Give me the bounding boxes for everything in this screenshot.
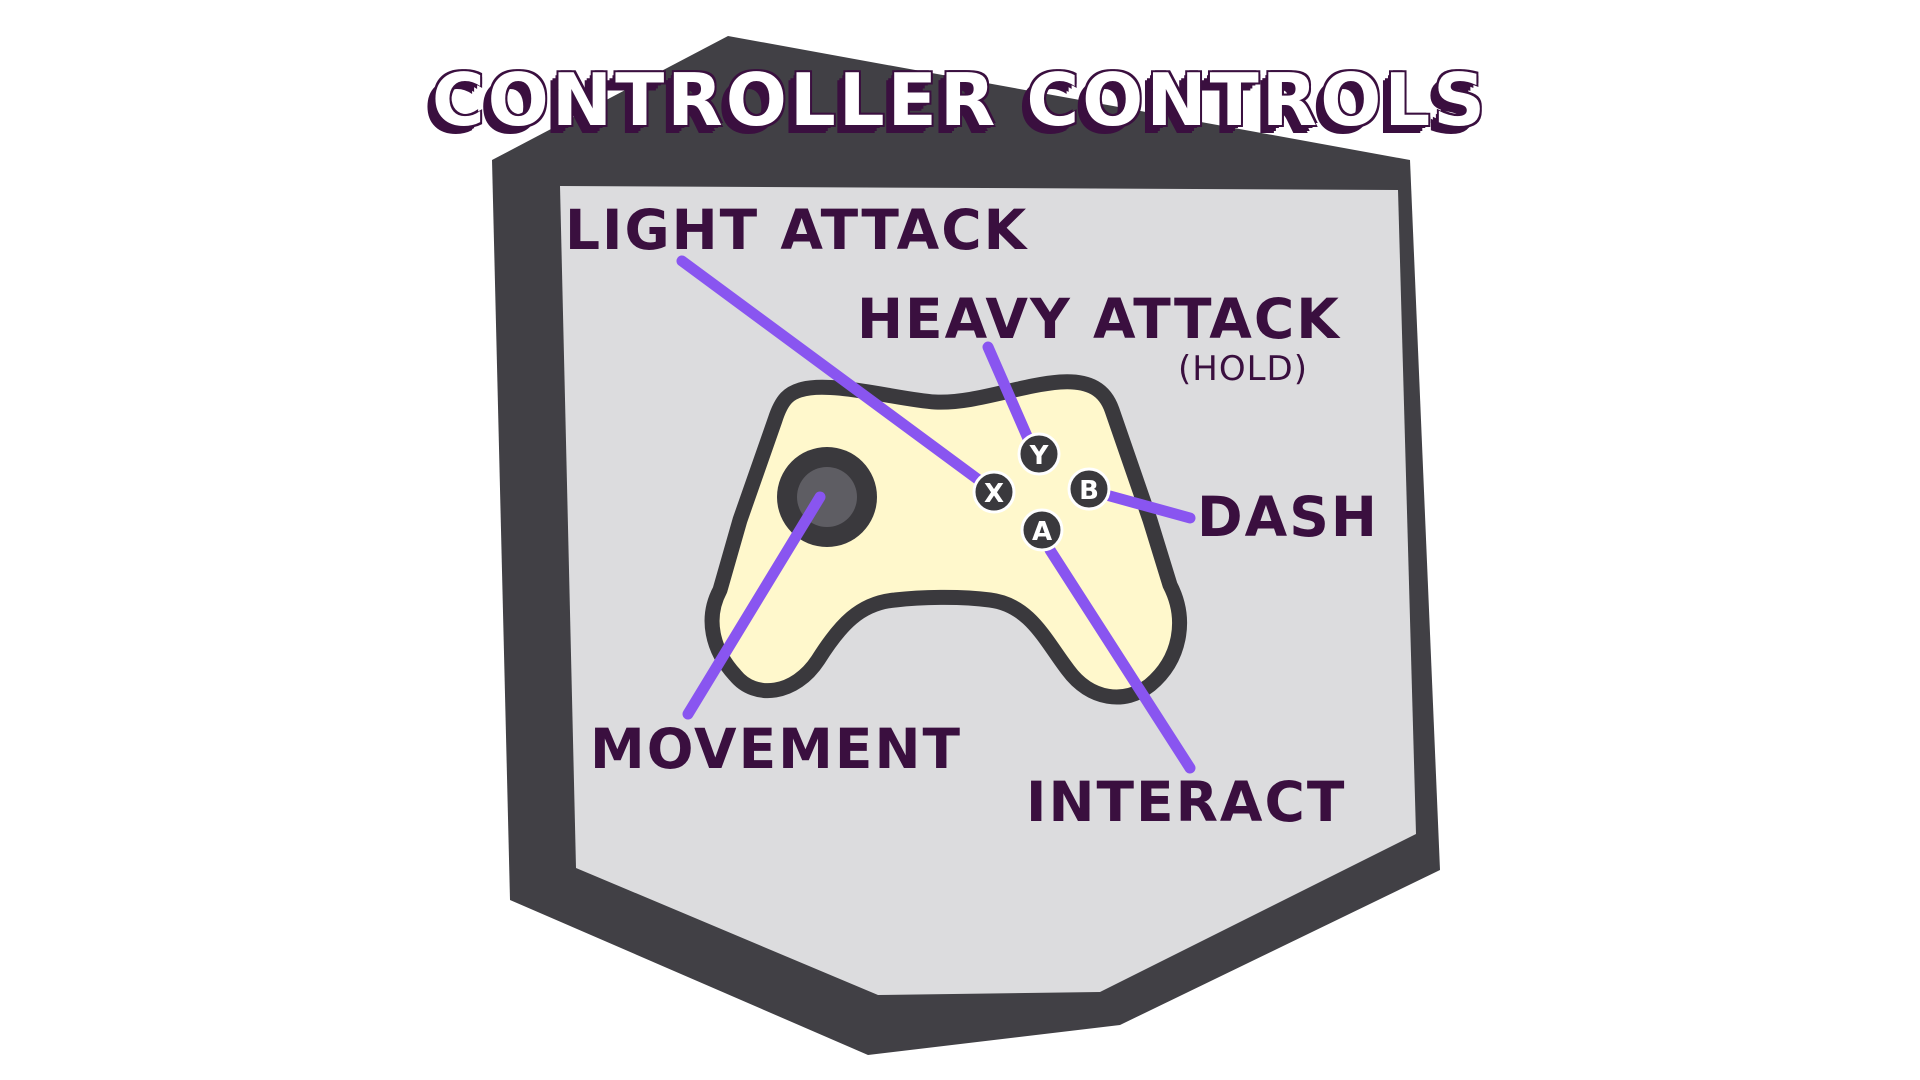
heavy-attack-pointer — [982, 341, 1036, 449]
x-button-letter: X — [984, 479, 1004, 509]
b-button-letter: B — [1079, 476, 1099, 506]
interact-label: INTERACT — [1026, 770, 1347, 834]
movement-label: MOVEMENT — [590, 717, 962, 781]
light-attack-pointer — [676, 255, 1001, 498]
a-button-letter: A — [1032, 517, 1052, 547]
heavy-attack-hold-note: (HOLD) — [1178, 349, 1308, 389]
dash-label: DASH — [1197, 485, 1379, 549]
page-title: CONTROLLER CONTROLS — [431, 58, 1489, 142]
light-attack-label: LIGHT ATTACK — [565, 198, 1029, 262]
heavy-attack-label: HEAVY ATTACK — [857, 287, 1341, 351]
dash-pointer — [1104, 490, 1196, 524]
b-button — [1067, 467, 1111, 511]
face-buttons: Y X B A — [972, 432, 1111, 552]
movement-pointer — [682, 491, 826, 720]
y-button-letter: Y — [1029, 441, 1050, 471]
y-button — [1017, 432, 1061, 476]
x-button — [972, 470, 1016, 514]
interact-pointer — [1044, 544, 1196, 774]
a-button — [1020, 508, 1064, 552]
